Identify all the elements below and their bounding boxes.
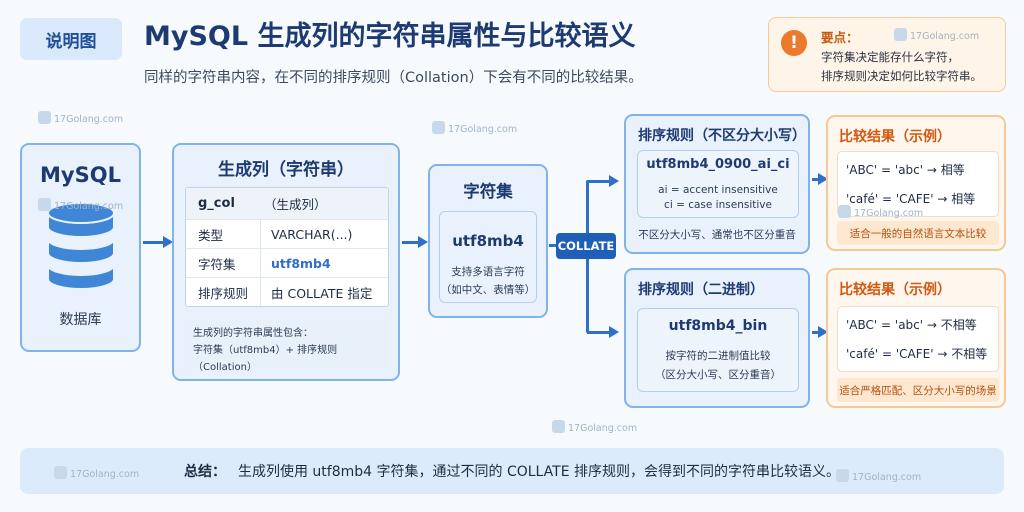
column-name: g_col (198, 196, 235, 211)
column-kind: （生成列） (264, 197, 327, 212)
watermark-logo-icon (838, 205, 851, 218)
key-point-note: ! 要点： 字符集决定能存什么字符， 排序规则决定如何比较字符串。 (768, 17, 1006, 92)
column-attribute-table: g_col （生成列） 类型 VARCHAR(...) 字符集 utf8mb4 … (185, 187, 389, 307)
page-subtitle: 同样的字符串内容，在不同的排序规则（Collation）下会有不同的比较结果。 (144, 70, 643, 86)
page-title: MySQL 生成列的字符串属性与比较语义 (144, 21, 636, 52)
mysql-label: 数据库 (59, 312, 102, 328)
collation-ci-line-1: ai = accent insensitive (658, 184, 778, 196)
collation-ci-line-2: ci = case insensitive (664, 199, 772, 211)
generated-column-box: 生成列（字符串） g_col （生成列） 类型 VARCHAR(...) 字符集… (172, 143, 400, 381)
result-bin-footer: 适合严格匹配、区分大小写的场景 (837, 378, 999, 402)
charset-title: 字符集 (463, 182, 513, 201)
watermark-logo-icon (894, 28, 907, 41)
result-bin-box: 比较结果（示例） 'ABC' = 'abc' → 不相等 'café' = 'C… (826, 268, 1006, 408)
column-note-line-2: 字符集（utf8mb4）+ 排序规则（Collation） (193, 345, 338, 373)
table-header-row: g_col （生成列） (186, 188, 388, 219)
collation-bin-name: utf8mb4_bin (668, 318, 768, 334)
collation-bin-line-2: （区分大小写、区分重音） (655, 369, 781, 381)
collation-bin-line-1: 按字符的二进制值比较 (665, 350, 771, 362)
watermark: 17Golang.com (836, 469, 921, 483)
arrow-to-ci-collation (587, 175, 619, 187)
table-row: 类型 VARCHAR(...) (186, 219, 388, 248)
collation-ci-detail: utf8mb4_0900_ai_ci ai = accent insensiti… (637, 150, 799, 218)
table-row: 排序规则 由 COLLATE 指定 (186, 277, 388, 306)
watermark: 17Golang.com (54, 466, 139, 480)
watermark: 17Golang.com (38, 198, 123, 212)
mysql-box: MySQL 数据库 (20, 143, 141, 352)
attr-key: 排序规则 (198, 285, 249, 301)
arrow-column-to-charset (402, 236, 428, 248)
collation-bin-box: 排序规则（二进制） utf8mb4_bin 按字符的二进制值比较 （区分大小写、… (624, 268, 810, 408)
mysql-title: MySQL (40, 163, 121, 187)
column-note-line-1: 生成列的字符串属性包含： (193, 328, 313, 339)
collation-ci-footer: 不区分大小写、通常也不区分重音 (638, 229, 796, 241)
charset-box: 字符集 utf8mb4 支持多语言字符 （如中文、表情等） (428, 164, 548, 318)
attr-key: 类型 (198, 227, 224, 243)
collation-bin-title: 排序规则（二进制） (638, 282, 764, 298)
arrow-to-bin-collation (587, 326, 619, 338)
attr-value: 由 COLLATE 指定 (260, 278, 388, 306)
result-bin-line-2: 'café' = 'CAFE' → 不相等 (846, 347, 988, 361)
watermark: 17Golang.com (38, 111, 123, 125)
result-ci-box: 比较结果（示例） 'ABC' = 'abc' → 相等 'café' = 'CA… (826, 115, 1006, 251)
diagram-badge: 说明图 (20, 18, 122, 60)
watermark-logo-icon (38, 111, 51, 124)
charset-detail: utf8mb4 支持多语言字符 （如中文、表情等） (439, 211, 537, 303)
exclamation-icon: ! (781, 30, 807, 56)
attr-value: VARCHAR(...) (260, 220, 388, 248)
watermark: 17Golang.com (894, 28, 979, 42)
watermark-logo-icon (54, 466, 67, 479)
watermark-logo-icon (432, 121, 445, 134)
collation-ci-box: 排序规则（不区分大小写） utf8mb4_0900_ai_ci ai = acc… (624, 114, 810, 254)
watermark-logo-icon (38, 198, 51, 211)
attr-key: 字符集 (198, 256, 236, 272)
watermark: 17Golang.com (552, 420, 637, 434)
result-ci-title: 比较结果（示例） (839, 129, 951, 145)
charset-name: utf8mb4 (452, 232, 524, 250)
column-note: 生成列的字符串属性包含： 字符集（utf8mb4）+ 排序规则（Collatio… (185, 319, 389, 373)
note-line-1: 字符集决定能存什么字符， (821, 50, 959, 64)
result-ci-line-2: 'café' = 'CAFE' → 相等 (846, 192, 976, 206)
charset-desc-2: （如中文、表情等） (440, 284, 536, 296)
charset-desc-1: 支持多语言字符 (451, 266, 525, 278)
result-ci-line-1: 'ABC' = 'abc' → 相等 (846, 163, 965, 177)
summary-text: 生成列使用 utf8mb4 字符集，通过不同的 COLLATE 排序规则，会得到… (237, 464, 841, 480)
result-ci-examples: 'ABC' = 'abc' → 相等 'café' = 'CAFE' → 相等 (837, 151, 999, 217)
collation-ci-title: 排序规则（不区分大小写） (638, 128, 806, 144)
database-icon (47, 202, 115, 290)
collation-ci-name: utf8mb4_0900_ai_ci (646, 157, 790, 172)
result-bin-title: 比较结果（示例） (839, 282, 951, 298)
arrow-ci-to-result (812, 173, 828, 185)
watermark-logo-icon (552, 420, 565, 433)
watermark: 17Golang.com (838, 205, 923, 219)
attr-value: utf8mb4 (260, 249, 388, 277)
generated-column-title: 生成列（字符串） (218, 160, 354, 180)
watermark-logo-icon (836, 469, 849, 482)
collation-bin-detail: utf8mb4_bin 按字符的二进制值比较 （区分大小写、区分重音） (637, 308, 799, 392)
collate-label: COLLATE (556, 233, 616, 259)
arrow-mysql-to-column (143, 236, 173, 248)
watermark: 17Golang.com (432, 121, 517, 135)
result-ci-footer: 适合一般的自然语言文本比较 (837, 221, 999, 245)
summary-label: 总结： (183, 464, 226, 480)
note-line-2: 排序规则决定如何比较字符串。 (821, 69, 982, 83)
note-title: 要点： (821, 30, 859, 45)
result-bin-line-1: 'ABC' = 'abc' → 不相等 (846, 318, 977, 332)
result-bin-examples: 'ABC' = 'abc' → 不相等 'café' = 'CAFE' → 不相… (837, 306, 999, 372)
arrow-bin-to-result (812, 326, 828, 338)
table-row: 字符集 utf8mb4 (186, 248, 388, 277)
